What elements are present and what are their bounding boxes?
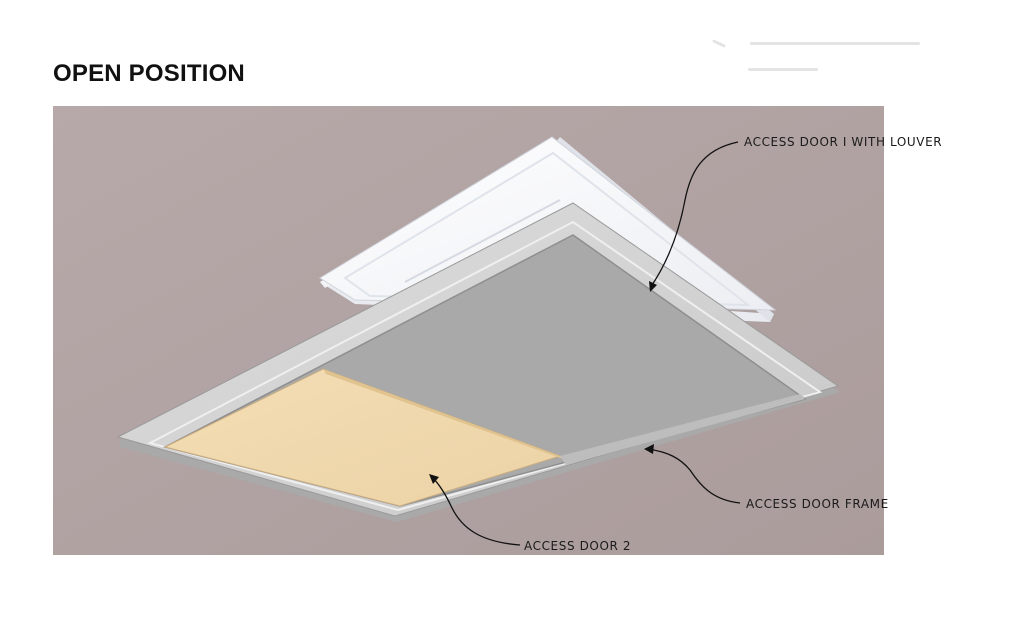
arrowhead-frame (644, 444, 654, 454)
leader-lines (431, 141, 741, 546)
arrowhead-door1 (649, 281, 657, 292)
callout-access-door-1: ACCESS DOOR I WITH LOUVER (744, 135, 942, 149)
faded-note-graphic (712, 34, 942, 80)
callout-access-door-frame: ACCESS DOOR FRAME (746, 497, 889, 511)
callout-access-door-2: ACCESS DOOR 2 (524, 539, 631, 553)
access-door-2 (163, 368, 566, 507)
page-title: OPEN POSITION (53, 60, 245, 87)
leader-line-frame (647, 448, 741, 504)
arrowhead-door2 (429, 474, 439, 484)
leader-line-door1 (649, 141, 739, 289)
leader-line-door2 (431, 476, 521, 546)
